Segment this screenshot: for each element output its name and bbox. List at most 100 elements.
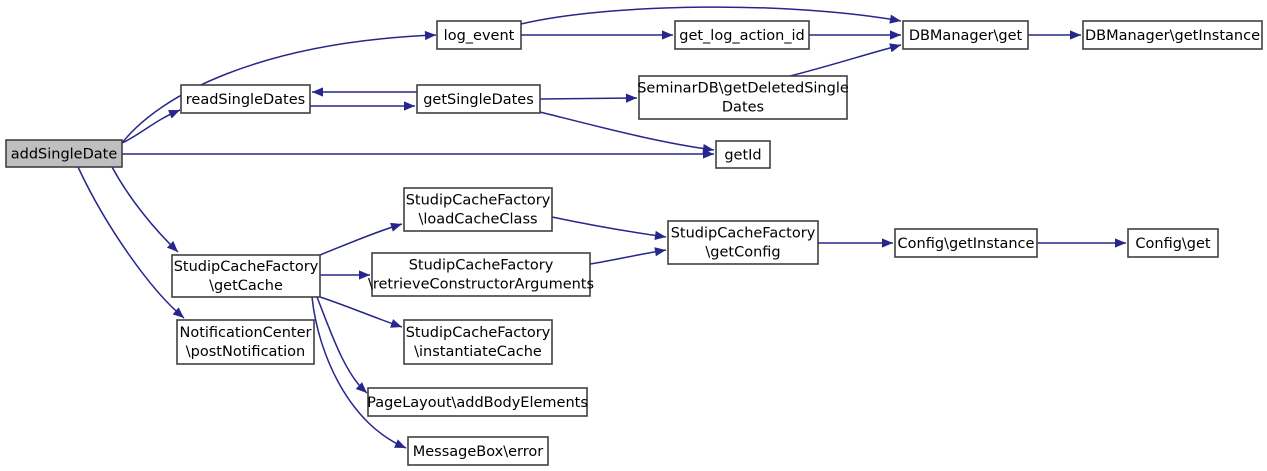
node-Config_getInstance[interactable]: Config\getInstance [894,228,1038,258]
arrowhead-StudipCacheFactory_getConfig-to-Config_getInstance [882,238,893,248]
node-box-get_log_action_id[interactable] [674,20,810,50]
node-log_event[interactable]: log_event [436,20,522,50]
arrowhead-addSingleDate-to-NotificationCenter_postNotification [172,307,184,318]
arrowhead-StudipCacheFactory_getCache-to-StudipCacheFactory_instantiateCache [390,319,402,328]
node-label-NotificationCenter_postNotification: NotificationCenter [179,325,311,341]
node-label-SeminarDB_getDeletedSingleDates: SeminarDB\getDeletedSingle [637,81,849,97]
arrowhead-getSingleDates-to-SeminarDB_getDeletedSingleDates [625,93,637,103]
node-label-Config_getInstance: Config\getInstance [898,236,1035,252]
node-label-PageLayout_addBodyElements: PageLayout\addBodyElements [367,395,588,411]
node-label-getSingleDates: getSingleDates [423,92,534,108]
edge-getSingleDates-to-SeminarDB_getDeletedSingleDates [539,97,638,100]
node-box-MessageBox_error[interactable] [407,436,549,466]
node-box-PageLayout_addBodyElements[interactable] [367,387,588,417]
node-readSingleDates[interactable]: readSingleDates [180,84,311,114]
node-box-StudipCacheFactory_getConfig[interactable] [667,220,819,265]
node-label-StudipCacheFactory_getConfig: StudipCacheFactory [671,226,816,242]
node-label-StudipCacheFactory_getCache: StudipCacheFactory [174,259,319,275]
node-Config_get[interactable]: Config\get [1127,228,1219,258]
edge-log_event-to-DBManager_get [520,6,902,25]
node-box-Config_get[interactable] [1127,228,1219,258]
node-DBManager_get[interactable]: DBManager\get [902,20,1029,50]
arrowhead-StudipCacheFactory_getCache-to-MessageBox_error [394,439,406,448]
arrowhead-StudipCacheFactory_retrieveConstructorArguments-to-StudipCacheFactory_getConfig [654,247,666,257]
node-label-StudipCacheFactory_loadCacheClass: StudipCacheFactory [406,193,551,209]
arrowhead-getSingleDates-to-getId [702,143,714,154]
node-StudipCacheFactory_retrieveConstructorArguments[interactable]: StudipCacheFactory \retrieveConstructorAr… [368,252,594,297]
node-label-StudipCacheFactory_retrieveConstructorArguments: StudipCacheFactory [409,258,554,274]
node-label2-StudipCacheFactory_instantiateCache: \instantiateCache [414,344,542,360]
arrowhead-Config_getInstance-to-Config_get [1115,238,1126,248]
node-PageLayout_addBodyElements[interactable]: PageLayout\addBodyElements [367,387,588,417]
arrowhead-SeminarDB_getDeletedSingleDates-to-DBManager_get [889,43,901,53]
node-get_log_action_id[interactable]: get_log_action_id [674,20,810,50]
node-label-log_event: log_event [444,28,515,44]
arrowhead-StudipCacheFactory_loadCacheClass-to-StudipCacheFactory_getConfig [654,230,666,241]
arrowhead-addSingleDate-to-StudipCacheFactory_getCache [166,241,178,252]
node-StudipCacheFactory_getConfig[interactable]: StudipCacheFactory\getConfig [667,220,819,265]
node-MessageBox_error[interactable]: MessageBox\error [407,436,549,466]
arrowhead-get_log_action_id-to-DBManager_get [890,30,901,40]
edge-addSingleDate-to-StudipCacheFactory_getCache [111,166,179,253]
edge-addSingleDate-to-NotificationCenter_postNotification [77,166,185,319]
node-getSingleDates[interactable]: getSingleDates [416,84,541,114]
node-StudipCacheFactory_loadCacheClass[interactable]: StudipCacheFactory \loadCacheClass [403,187,553,232]
node-box-NotificationCenter_postNotification[interactable] [176,319,315,365]
node-box-StudipCacheFactory_loadCacheClass[interactable] [403,187,553,232]
node-label-getId: getId [724,148,761,164]
edge-StudipCacheFactory_getCache-to-StudipCacheFactory_loadCacheClass [319,223,403,256]
node-box-StudipCacheFactory_retrieveConstructorArguments[interactable] [371,252,591,297]
node-getId[interactable]: getId [715,140,771,169]
node-box-getId[interactable] [715,140,771,169]
edge-addSingleDate-to-log_event [121,34,437,144]
arrowhead-log_event-to-DBManager_get [889,14,901,24]
arrowhead-addSingleDate-to-log_event [424,30,436,41]
arrowhead-StudipCacheFactory_getCache-to-StudipCacheFactory_loadCacheClass [390,222,402,232]
node-box-StudipCacheFactory_getCache[interactable] [171,254,321,298]
node-box-StudipCacheFactory_instantiateCache[interactable] [403,319,553,365]
node-label-Config_get: Config\get [1135,236,1211,252]
arrowhead-StudipCacheFactory_getCache-to-PageLayout_addBodyElements [355,382,367,393]
arrowhead-readSingleDates-to-getSingleDates [404,101,415,111]
node-label-get_log_action_id: get_log_action_id [679,28,805,44]
node-StudipCacheFactory_instantiateCache[interactable]: StudipCacheFactory \instantiateCache [403,319,553,365]
edge-getSingleDates-to-getId [539,111,715,151]
node-box-DBManager_get[interactable] [902,20,1029,50]
node-label-StudipCacheFactory_instantiateCache: StudipCacheFactory [406,325,551,341]
node-label2-StudipCacheFactory_retrieveConstructorArguments: \retrieveConstructorArguments [368,277,594,293]
node-label-addSingleDate: addSingleDate [11,147,118,163]
edge-StudipCacheFactory_loadCacheClass-to-StudipCacheFactory_getConfig [551,216,667,238]
arrowhead-DBManager_get-to-DBManager_getInstance [1070,30,1081,40]
node-label-readSingleDates: readSingleDates [186,92,305,108]
node-addSingleDate[interactable]: addSingleDate [5,139,123,168]
node-label2-StudipCacheFactory_loadCacheClass: \loadCacheClass [418,212,537,228]
node-NotificationCenter_postNotification[interactable]: NotificationCenter \postNotification [176,319,315,365]
arrowhead-getSingleDates-to-readSingleDates [312,87,323,97]
node-label-DBManager_getInstance: DBManager\getInstance [1085,28,1260,44]
node-box-readSingleDates[interactable] [180,84,311,114]
edges-layer [77,6,1126,449]
node-label2-SeminarDB_getDeletedSingleDates: Dates [722,100,764,116]
arrowhead-log_event-to-get_log_action_id [662,30,673,40]
node-DBManager_getInstance[interactable]: DBManager\getInstance [1082,20,1263,50]
node-box-Config_getInstance[interactable] [894,228,1038,258]
node-box-SeminarDB_getDeletedSingleDates[interactable] [638,75,848,120]
node-label2-StudipCacheFactory_getCache: \getCache [209,278,283,294]
node-StudipCacheFactory_getCache[interactable]: StudipCacheFactory \getCache [171,254,321,298]
node-label-DBManager_get: DBManager\get [909,28,1023,44]
node-label-MessageBox_error: MessageBox\error [413,444,544,460]
arrowhead-StudipCacheFactory_getCache-to-StudipCacheFactory_retrieveConstructorArguments [359,270,370,280]
node-box-DBManager_getInstance[interactable] [1082,20,1263,50]
node-box-getSingleDates[interactable] [416,84,541,114]
node-box-addSingleDate[interactable] [5,139,123,168]
node-label2-NotificationCenter_postNotification: \postNotification [186,344,305,360]
node-box-log_event[interactable] [436,20,522,50]
arrowhead-addSingleDate-to-readSingleDates [168,110,180,119]
edge-StudipCacheFactory_getCache-to-StudipCacheFactory_instantiateCache [319,296,403,328]
edge-StudipCacheFactory_retrieveConstructorArguments-to-StudipCacheFactory_getConfig [589,249,667,265]
edge-StudipCacheFactory_getCache-to-MessageBox_error [311,296,407,449]
